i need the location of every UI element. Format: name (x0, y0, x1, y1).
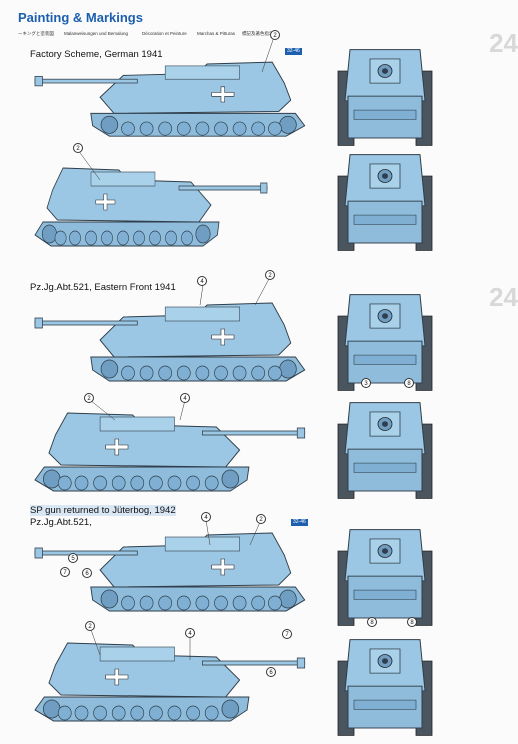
callout-decal: 8 (404, 378, 414, 388)
scheme-3-rear-view (337, 639, 433, 736)
scheme-1-code: 32-46 (285, 48, 302, 55)
scheme-2-rear-view (337, 402, 433, 499)
page-title: Painting & Markings (18, 10, 143, 25)
scheme-1-side-right-view (35, 168, 267, 246)
scheme-2-side-left-view (34, 302, 306, 382)
callout-decal: 2 (270, 30, 280, 40)
callout-decal: 2 (256, 514, 266, 524)
callout-decal: 4 (197, 276, 207, 286)
edge-glyph-mid: 24 (489, 282, 518, 312)
callout-decal: 3 (361, 378, 371, 388)
scheme-3-caption-line2: Pz.Jg.Abt.521, (30, 517, 92, 528)
scheme-3-front-view (337, 529, 433, 626)
callout-decal: 4 (185, 628, 195, 638)
scheme-3-code: 32-46 (291, 519, 308, 526)
scheme-1-front-view (337, 49, 433, 146)
callout-decal: 2 (85, 621, 95, 631)
callout-decal: 4 (180, 393, 190, 403)
callout-decal: 8 (407, 617, 417, 627)
callout-decal: 6 (82, 568, 92, 578)
subtitle-jp: ーキングと塗装図 (18, 31, 54, 36)
callout-decal: 6 (266, 667, 276, 677)
subtitle-fr: Décoration et Peinture (142, 31, 187, 36)
callout-decal: 7 (282, 629, 292, 639)
callout-decal: 2 (84, 393, 94, 403)
callout-decal: 2 (73, 143, 83, 153)
subtitle-de: Malanweisungen und Bemalung (64, 31, 129, 36)
scheme-3-side-right-view (35, 643, 305, 721)
scheme-2-side-right-view (35, 413, 305, 491)
scheme-2-caption: Pz.Jg.Abt.521, Eastern Front 1941 (30, 282, 176, 293)
subtitle-cn: 標記及著色指示 (242, 31, 274, 36)
callout-decal: 7 (60, 567, 70, 577)
edge-glyph-top: 24 (489, 28, 518, 58)
scheme-1-caption: Factory Scheme, German 1941 (30, 49, 163, 60)
scheme-3-caption-line1: SP gun returned to Jüterbog, 1942 (30, 505, 176, 516)
scheme-1-rear-view (337, 154, 433, 251)
scheme-1-side-left-view (34, 61, 306, 137)
subtitle-it: Marchas & Pitturas (197, 31, 236, 36)
callout-decal: 8 (367, 617, 377, 627)
scheme-2-front-view (337, 294, 433, 391)
callout-decal: 2 (265, 270, 275, 280)
scheme-3-side-left-view (34, 532, 306, 612)
callout-decal: 5 (68, 553, 78, 563)
callout-decal: 4 (201, 512, 211, 522)
